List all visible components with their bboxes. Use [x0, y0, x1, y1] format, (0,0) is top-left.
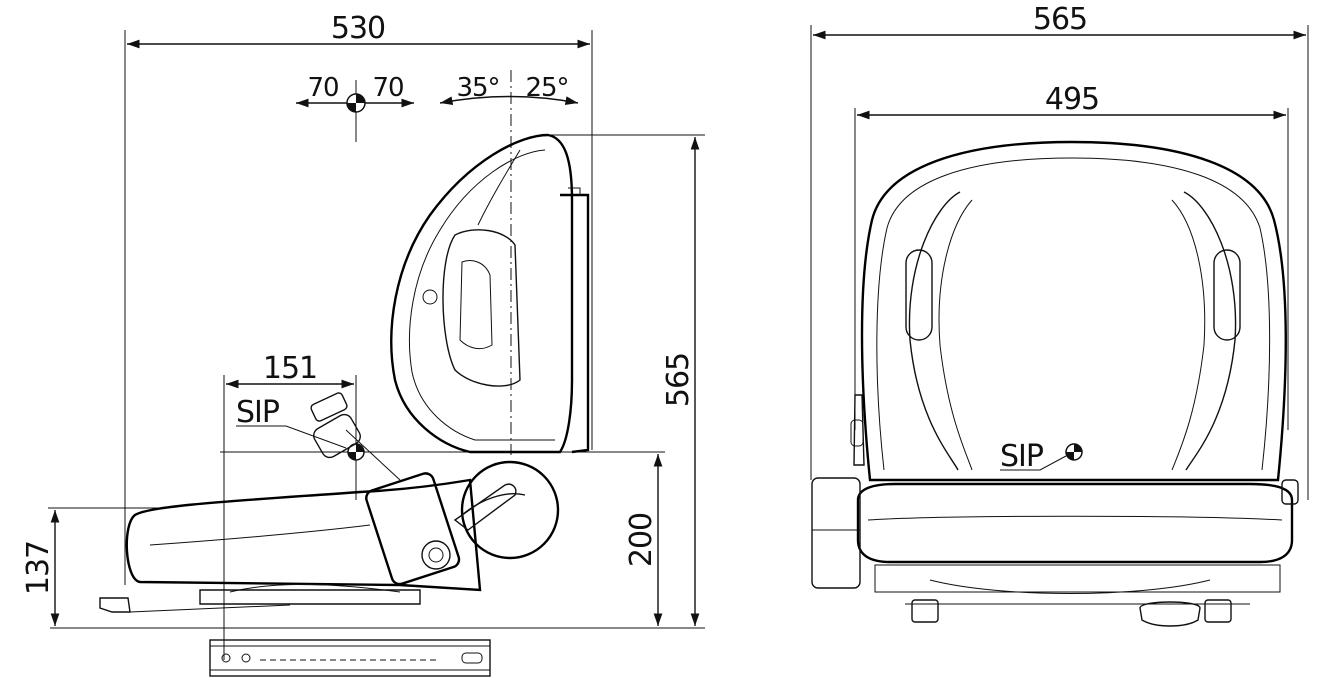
- angle-fwd-label: 25°: [525, 73, 568, 103]
- sip-offset-dimension-151: 151: [223, 351, 357, 660]
- front-overall-width-label: 565: [1033, 2, 1087, 37]
- width-dimension-530: 530: [124, 11, 593, 585]
- sip-offset-label: 151: [263, 351, 317, 386]
- seat-front-drawing: [811, 140, 1299, 627]
- cushion-height-dimension-137: 137: [21, 507, 160, 626]
- backrest-angle-dimension: 35° 25°: [439, 70, 579, 455]
- side-view: 530 70 70 35° 25° 565: [21, 11, 705, 677]
- front-sip-label: SIP: [1000, 439, 1044, 474]
- cog-left-label: 70: [307, 73, 338, 103]
- front-backrest-dimension-495: 495: [854, 82, 1289, 430]
- front-width-dimension-565: 565: [810, 2, 1309, 500]
- side-sip-marker: SIP: [236, 395, 365, 461]
- sip-height-label: 200: [624, 513, 659, 567]
- angle-back-label: 35°: [456, 73, 499, 103]
- front-view: 565 495 SIP: [810, 2, 1309, 627]
- width-label: 530: [331, 11, 385, 46]
- front-backrest-width-label: 495: [1045, 82, 1099, 117]
- cushion-height-label: 137: [21, 541, 56, 595]
- cog-adjust-dimension: 70 70: [296, 73, 414, 142]
- side-sip-label: SIP: [236, 395, 280, 430]
- height-label: 565: [661, 353, 696, 407]
- front-sip-marker: SIP: [1000, 439, 1083, 474]
- height-dimension-565: 565: [50, 134, 705, 629]
- seat-side-drawing: [99, 133, 590, 677]
- cog-right-label: 70: [372, 73, 403, 103]
- sip-height-dimension-200: 200: [220, 451, 665, 626]
